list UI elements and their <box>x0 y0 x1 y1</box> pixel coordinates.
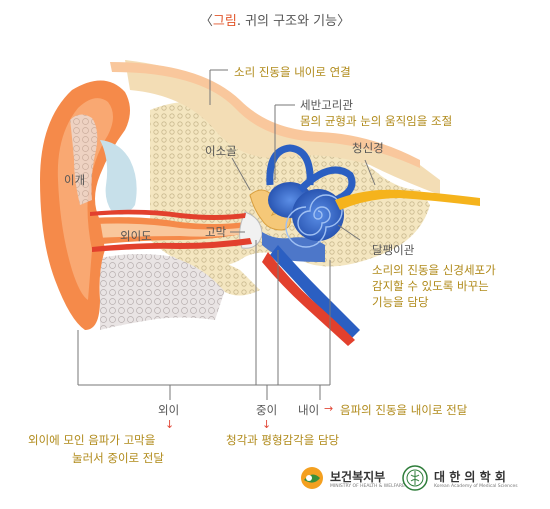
ministry-name: 보건복지부 <box>330 470 386 484</box>
label-inner-ear: 내이 <box>298 403 320 417</box>
label-eardrum: 고막 <box>205 225 227 239</box>
desc-outer-ear-line-1: 외이에 모인 음파가 고막을 <box>28 433 156 447</box>
label-semicircular: 세반고리관 <box>300 98 353 112</box>
desc-semicircular: 몸의 균형과 눈의 움직임을 조절 <box>300 114 453 128</box>
academy-subtitle: Korean Academy of Medical Sciences <box>434 484 518 489</box>
auditory-nerve <box>335 189 480 210</box>
ministry-emblem-icon <box>301 467 323 489</box>
label-outer-ear: 외이 <box>158 403 180 417</box>
eustachian-tube <box>270 245 360 338</box>
figure-title: 〈그림. 귀의 구조와 기능〉 <box>0 10 550 29</box>
semicircular-canal-1 <box>266 144 314 186</box>
desc-cochlea-line-3: 기능을 담당 <box>372 295 429 309</box>
academy-seal-icon <box>402 465 428 491</box>
outer-ear-arrow: ↓ <box>165 418 175 431</box>
title-label: 그림 <box>212 14 237 29</box>
label-ear-canal: 외이도 <box>120 229 152 243</box>
leader-nerve <box>364 159 376 186</box>
label-cochlea: 달팽이관 <box>372 243 415 257</box>
cochlea-shape <box>292 189 344 241</box>
academy-logo: 대 한 의 학 회 Korean Academy of Medical Scie… <box>402 462 542 496</box>
desc-outer-ear-line-2: 눌러서 중이로 전달 <box>72 451 164 465</box>
desc-inner-ear: 음파의 진동을 내이로 전달 <box>340 403 468 417</box>
title-bracket-open: 〈 <box>199 14 213 29</box>
cochlea-spiral <box>285 194 343 248</box>
lower-tissue <box>100 254 225 330</box>
desc-cochlea-line-1: 소리의 진동을 신경세포가 <box>372 263 496 277</box>
pinna-fold <box>100 140 137 215</box>
ministry-logo: 보건복지부 MINISTRY OF HEALTH & WELFARE <box>300 462 410 496</box>
leader-ossicles <box>231 157 251 191</box>
desc-inner-ear-top: 소리 진동을 내이로 연결 <box>234 65 351 79</box>
eustachian-tube-red <box>262 252 355 346</box>
pinna-cartilage <box>70 114 98 205</box>
title-text: . 귀의 구조와 기능 <box>236 14 338 29</box>
desc-cochlea-line-2: 감지할 수 있도록 바꾸는 <box>372 279 489 293</box>
leader-cochlea <box>337 224 361 241</box>
inner-ear-arrow: → <box>324 402 334 415</box>
canal-red-outline-low <box>92 238 252 252</box>
label-ossicles: 이소골 <box>205 144 237 158</box>
desc-middle-ear: 청각과 평형감각을 담당 <box>226 433 340 447</box>
skin-upper <box>110 62 420 168</box>
label-pinna: 이개 <box>64 173 86 187</box>
academy-name: 대 한 의 학 회 <box>434 470 506 484</box>
title-bracket-close: 〉 <box>337 14 351 29</box>
label-auditory-nerve: 청신경 <box>352 141 384 155</box>
middle-ear-arrow: ↓ <box>262 418 272 431</box>
lower-bone <box>170 240 260 296</box>
ministry-subtitle: MINISTRY OF HEALTH & WELFARE <box>330 484 405 489</box>
ear-canal-inner <box>95 223 244 238</box>
semicircular-canal-2 <box>297 166 356 209</box>
canal-red-outline <box>90 209 246 220</box>
bone-upper <box>125 60 440 195</box>
label-middle-ear: 중이 <box>256 403 278 417</box>
